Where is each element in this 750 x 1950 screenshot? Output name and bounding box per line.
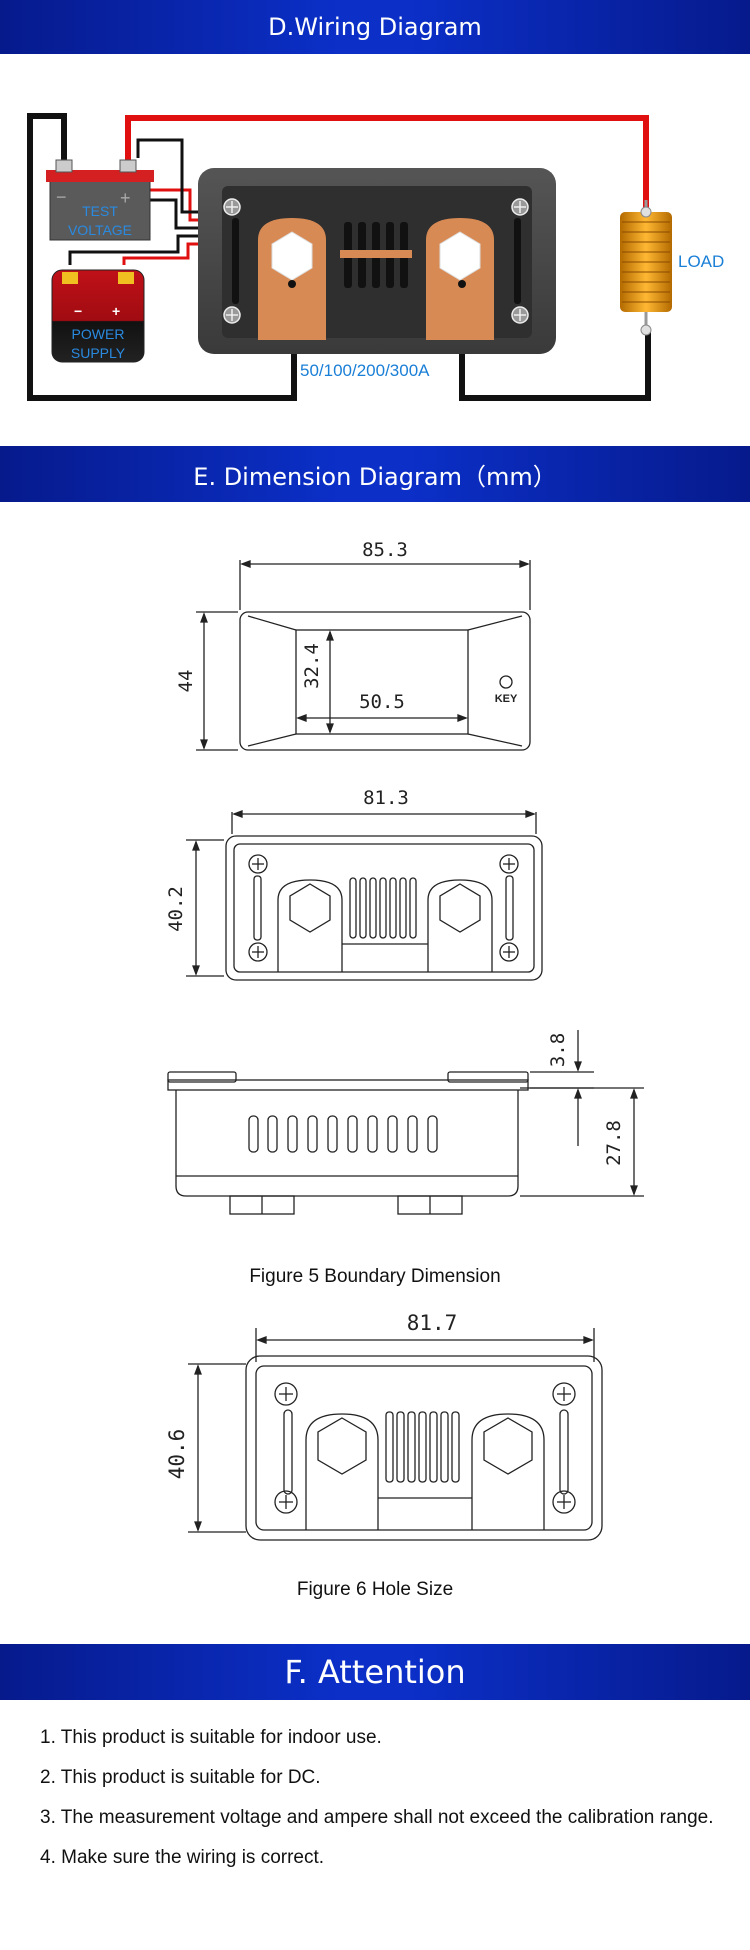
back-height-label: 40.2 [165,886,187,932]
attention-item: 4. Make sure the wiring is correct. [40,1847,325,1868]
wiring-section-title: D.Wiring Diagram [268,13,482,41]
test-voltage-source: − + TEST VOLTAGE [46,159,154,241]
attention-section-banner: F. Attention [0,1644,750,1700]
plus-symbol: + [120,188,131,208]
wiring-section-banner: D.Wiring Diagram [0,0,750,54]
dimension-drawings: 85.3 44 32.4 50.5 KEY 81.3 40.2 3.8 27.8… [165,539,644,1541]
wiring-diagram: − + TEST VOLTAGE − + POWER SUPPLY [27,113,724,401]
hole-height-label: 40.6 [165,1429,189,1480]
current-range-label: 50/100/200/300A [300,361,430,380]
power-label: POWER [72,326,125,342]
supply-label: SUPPLY [71,345,126,361]
back-width-label: 81.3 [363,787,409,809]
minus-symbol: − [56,187,67,207]
side-depth-label: 27.8 [603,1120,625,1166]
load-label: LOAD [678,252,724,271]
key-label[interactable]: KEY [495,693,518,705]
figure6-caption: Figure 6 Hole Size [296,1579,454,1600]
attention-item: 3. The measurement voltage and ampere sh… [40,1807,714,1828]
dimension-section-title: E. Dimension Diagram（mm） [193,462,557,491]
power-supply-battery: − + POWER SUPPLY [51,269,145,363]
attention-item: 1. This product is suitable for indoor u… [40,1727,382,1748]
attention-item: 2. This product is suitable for DC. [40,1767,321,1788]
svg-text:+: + [112,303,120,319]
screen-height-label: 32.4 [301,643,323,689]
side-view-drawing [167,1030,644,1215]
front-view-drawing [196,560,531,751]
hole-size-drawing [188,1328,603,1541]
test-label: TEST [82,203,118,219]
screen-width-label: 50.5 [359,691,405,713]
back-view-drawing [186,810,543,981]
svg-text:−: − [74,303,82,319]
voltage-label: VOLTAGE [68,222,132,238]
hole-width-label: 81.7 [407,1311,458,1335]
front-height-label: 44 [175,670,197,693]
attention-list: 1. This product is suitable for indoor u… [40,1718,730,1878]
meter-shunt-body [198,168,556,354]
side-lip-label: 3.8 [547,1033,569,1067]
dimension-section-banner: E. Dimension Diagram（mm） [0,446,750,502]
load-resistor [620,200,672,336]
figure5-caption: Figure 5 Boundary Dimension [249,1266,501,1287]
attention-section-title: F. Attention [284,1653,466,1691]
front-width-label: 85.3 [362,539,408,561]
